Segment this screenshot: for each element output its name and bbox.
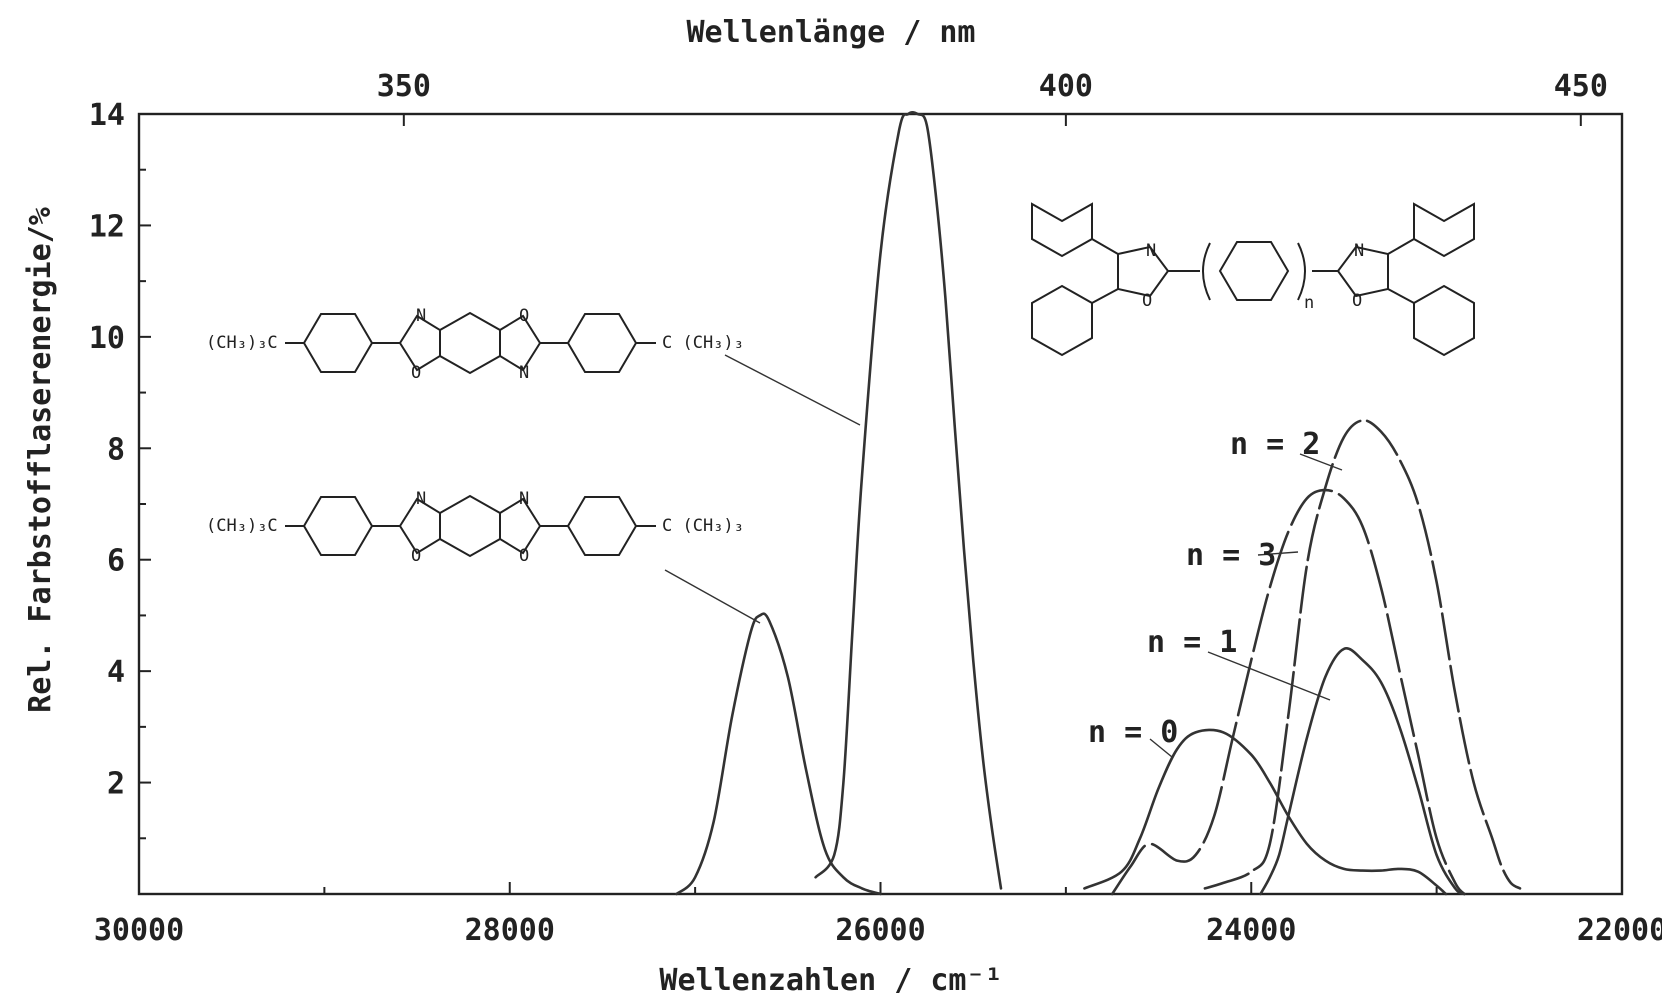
structure-2: (CH₃)₃C N O N O C (CH₃)₃ [206, 489, 744, 566]
structure-3-bond [1387, 288, 1415, 304]
structure-2-oxazole-right [499, 497, 542, 555]
structure-3-phenylene [1218, 241, 1290, 301]
structure-2-right-group: C (CH₃)₃ [662, 516, 744, 536]
structure-3-bracket-right [1297, 242, 1306, 301]
structure-2-atom-o2: O [519, 546, 529, 566]
x2-tick-label: 450 [1554, 69, 1608, 104]
structure-3-bracket-left [1202, 242, 1211, 301]
bottom-axis-title: Wellenzahlen / cm⁻¹ [659, 963, 1002, 998]
structure-1-atom-n2: N [519, 363, 529, 383]
structure-3-atom-o2: O [1352, 291, 1362, 311]
structure-2-atom-n1: N [416, 489, 426, 509]
label-n0: n = 0 [1088, 715, 1178, 750]
structure-3-phenyl-top-right [1413, 202, 1475, 258]
structure-3-phenyl-top-left [1031, 202, 1093, 258]
y-tick-label: 14 [89, 98, 125, 133]
structure-1-right-group: C (CH₃)₃ [662, 333, 744, 353]
structure-3-oxazole-left [1117, 245, 1170, 298]
tick-labels: 30000 28000 26000 24000 22000 350 400 450 2 4 6 8 10… [89, 69, 1662, 948]
structure-3-atom-n2: N [1354, 241, 1364, 261]
structure-3-bond [1091, 238, 1119, 255]
leader-n2 [1299, 453, 1343, 471]
x-tick-label: 30000 [94, 913, 184, 948]
leader-n1 [1207, 651, 1331, 701]
top-axis-title: Wellenlänge / nm [687, 15, 976, 50]
axis-ticks [138, 113, 1623, 894]
structure-1: (CH₃)₃C N O O N C (CH₃)₃ [206, 306, 744, 383]
y-tick-label: 12 [89, 209, 125, 244]
leader-n3 [1257, 551, 1299, 556]
structure-3-phenyl-bottom-right [1413, 284, 1475, 357]
structure-3-bond [1091, 288, 1119, 304]
structure-1-atom-n1: N [416, 306, 426, 326]
y-tick-label: 8 [107, 432, 125, 467]
y-tick-label: 2 [107, 767, 125, 802]
series-curve-5 [1203, 419, 1522, 890]
y-tick-label: 10 [89, 321, 125, 356]
y-axis-title: Rel. Farbstofflaserenergie/% [23, 207, 58, 713]
data-curves [675, 110, 1522, 896]
structure-3-oxazole-right [1336, 245, 1389, 298]
structure-3-atom-o1: O [1142, 291, 1152, 311]
structure-3-atom-n1: N [1146, 241, 1156, 261]
label-n1: n = 1 [1147, 625, 1237, 660]
y-tick-label: 4 [107, 655, 125, 690]
structure-2-left-group: (CH₃)₃C [206, 516, 278, 536]
structure-2-atom-o1: O [411, 546, 421, 566]
structure-1-atom-o1: O [411, 363, 421, 383]
x-tick-label: 26000 [835, 913, 925, 948]
x-tick-label: 24000 [1206, 913, 1296, 948]
series-curve-1 [814, 110, 1003, 890]
leader-n0 [1149, 738, 1173, 758]
series-curve-4 [1259, 647, 1466, 896]
leader-structure-2 [664, 569, 761, 624]
series-curve-3 [1110, 488, 1466, 896]
structure-1-left-group: (CH₃)₃C [206, 333, 278, 353]
label-n3: n = 3 [1186, 538, 1276, 573]
leader-structure-1 [724, 354, 861, 426]
label-n2: n = 2 [1230, 427, 1320, 462]
series-curve-0 [675, 612, 882, 896]
structure-3-bond [1387, 238, 1415, 255]
structure-1-oxazole-right [499, 314, 542, 372]
x-tick-label: 22000 [1577, 913, 1662, 948]
y-tick-label: 6 [107, 544, 125, 579]
x2-tick-label: 400 [1039, 69, 1093, 104]
leader-lines [664, 354, 1343, 758]
structure-2-atom-n2: N [519, 489, 529, 509]
structure-3-subscript-n: n [1304, 293, 1314, 313]
x-tick-label: 28000 [465, 913, 555, 948]
structure-1-atom-o2: O [519, 306, 529, 326]
structure-3: N O n N O [1031, 202, 1475, 357]
x2-tick-label: 350 [377, 69, 431, 104]
